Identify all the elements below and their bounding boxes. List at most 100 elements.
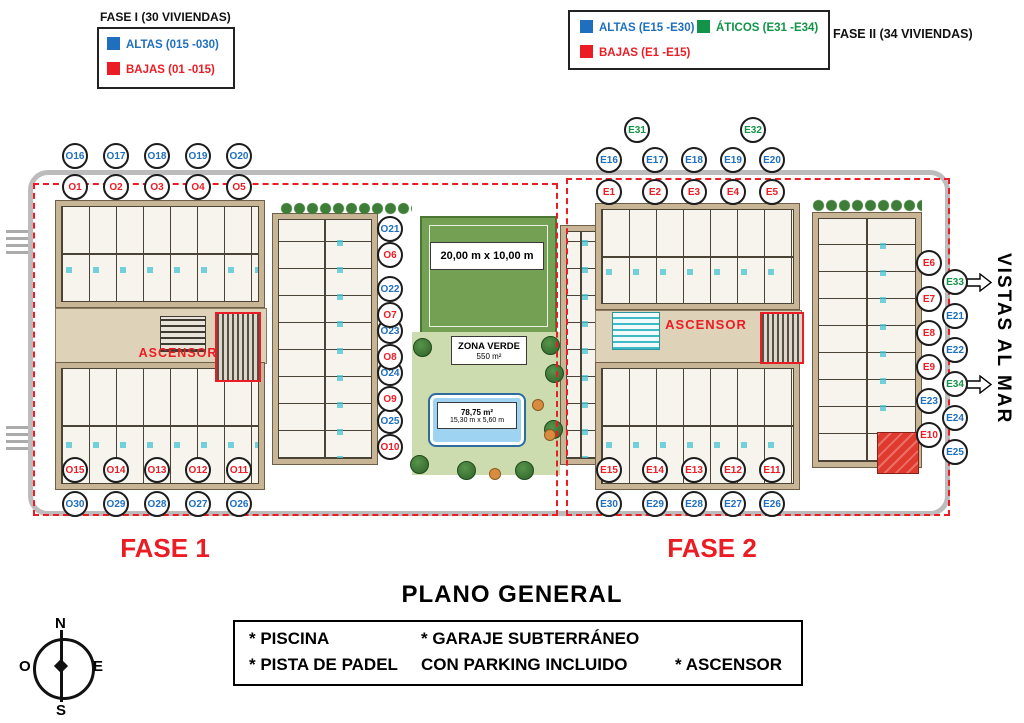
amenity-parking: CON PARKING INCLUIDO <box>421 655 628 674</box>
unit-circle-E30: E30 <box>596 491 622 517</box>
unit-circle-E26: E26 <box>759 491 785 517</box>
unit-circle-O8: O8 <box>377 344 403 370</box>
zona-verde-label: ZONA VERDE 550 m² <box>451 336 527 365</box>
unit-circle-E23: E23 <box>916 388 942 414</box>
pool-dims-text: 15,30 m x 5,60 m <box>449 416 505 424</box>
unit-circle-O19: O19 <box>185 143 211 169</box>
unit-circle-O29: O29 <box>103 491 129 517</box>
unit-circle-O6: O6 <box>377 242 403 268</box>
fase1-north-wing <box>55 200 265 308</box>
unit-circle-E32: E32 <box>740 117 766 143</box>
amenity-pista-padel: * PISTA DE PADEL <box>249 655 398 674</box>
amenity-garaje: * GARAJE SUBTERRÁNEO <box>421 629 640 648</box>
compass-south: S <box>56 702 67 719</box>
fase1-ascensor-label: ASCENSOR <box>138 346 218 360</box>
unit-circle-O3: O3 <box>144 174 170 200</box>
unit-circle-E14: E14 <box>642 457 668 483</box>
legend-fase1-title: FASE I (30 VIVIENDAS) <box>100 10 231 24</box>
zona-verde-area: 550 m² <box>476 351 502 361</box>
hedge-row <box>812 199 922 212</box>
unit-circle-O11: O11 <box>226 457 252 483</box>
legend-fase2-title: FASE II (34 VIVIENDAS) <box>833 27 973 41</box>
patio-table-icon <box>489 468 501 480</box>
altas-swatch-icon <box>107 37 120 50</box>
unit-circle-E7: E7 <box>916 286 942 312</box>
unit-circle-O5: O5 <box>226 174 252 200</box>
unit-circle-E29: E29 <box>642 491 668 517</box>
fase2-east-wing <box>812 212 922 468</box>
padel-court <box>420 216 557 336</box>
unit-circle-O18: O18 <box>144 143 170 169</box>
pool-area-text: 78,75 m² <box>460 407 494 417</box>
tree-icon <box>541 336 560 355</box>
vista-arrow-icon <box>966 375 992 394</box>
legend-fase2-box: ALTAS (E15 -E30) ÁTICOS (E31 -E34) BAJAS… <box>568 10 830 70</box>
unit-circle-O13: O13 <box>144 457 170 483</box>
unit-circle-O4: O4 <box>185 174 211 200</box>
unit-circle-E22: E22 <box>942 337 968 363</box>
unit-circle-O10: O10 <box>377 434 403 460</box>
page-title: PLANO GENERAL <box>401 581 623 608</box>
unit-circle-E31: E31 <box>624 117 650 143</box>
unit-circle-E27: E27 <box>720 491 746 517</box>
padel-dims-text: 20,00 m x 10,00 m <box>440 250 534 262</box>
pool-label: 78,75 m² 15,30 m x 5,60 m <box>437 402 517 429</box>
unit-circle-O14: O14 <box>103 457 129 483</box>
unit-circle-E8: E8 <box>916 320 942 346</box>
unit-circle-O30: O30 <box>62 491 88 517</box>
unit-circle-O27: O27 <box>185 491 211 517</box>
unit-circle-E28: E28 <box>681 491 707 517</box>
unit-circle-E24: E24 <box>942 405 968 431</box>
unit-circle-E4: E4 <box>720 179 746 205</box>
padel-dims-label: 20,00 m x 10,00 m <box>430 242 544 270</box>
unit-circle-E34: E34 <box>942 371 968 397</box>
fase1-label: FASE 1 <box>120 533 210 563</box>
unit-circle-O15: O15 <box>62 457 88 483</box>
unit-circle-O17: O17 <box>103 143 129 169</box>
amenity-ascensor: * ASCENSOR <box>675 655 783 674</box>
unit-circle-E18: E18 <box>681 147 707 173</box>
unit-circle-E1: E1 <box>596 179 622 205</box>
bajas-swatch-icon <box>107 62 120 75</box>
unit-circle-O12: O12 <box>185 457 211 483</box>
tree-icon <box>413 338 432 357</box>
unit-circle-E13: E13 <box>681 457 707 483</box>
legend-fase1-bajas: BAJAS (01 -015) <box>126 64 215 76</box>
legend-fase2-altas: ALTAS (E15 -E30) <box>599 22 695 34</box>
tree-icon <box>457 461 476 480</box>
legend-fase1-box: ALTAS (015 -030) BAJAS (01 -015) <box>97 27 235 89</box>
unit-circle-E21: E21 <box>942 303 968 329</box>
unit-circle-O26: O26 <box>226 491 252 517</box>
fase2-north-wing <box>595 203 800 310</box>
legend-fase1-altas: ALTAS (015 -030) <box>126 39 219 51</box>
unit-circle-E19: E19 <box>720 147 746 173</box>
parking-mark <box>6 422 28 450</box>
legend-fase2-aticos: ÁTICOS (E31 -E34) <box>716 22 819 34</box>
unit-circle-E9: E9 <box>916 354 942 380</box>
unit-circle-O28: O28 <box>144 491 170 517</box>
unit-circle-E6: E6 <box>916 250 942 276</box>
altas-swatch-icon <box>580 20 593 33</box>
tree-icon <box>545 364 564 383</box>
unit-circle-E33: E33 <box>942 269 968 295</box>
fase1-stairs-icon <box>160 316 206 352</box>
unit-circle-O20: O20 <box>226 143 252 169</box>
unit-circle-E2: E2 <box>642 179 668 205</box>
fase1-elevator-box <box>215 312 261 382</box>
unit-circle-O16: O16 <box>62 143 88 169</box>
vista-arrow-icon <box>966 273 992 292</box>
tree-icon <box>515 461 534 480</box>
unit-circle-O22: O22 <box>377 276 403 302</box>
fase2-label: FASE 2 <box>667 533 757 563</box>
unit-circle-O2: O2 <box>103 174 129 200</box>
unit-circle-E16: E16 <box>596 147 622 173</box>
aticos-swatch-icon <box>697 20 710 33</box>
unit-circle-E12: E12 <box>720 457 746 483</box>
parking-mark <box>6 226 28 254</box>
bajas-swatch-icon <box>580 45 593 58</box>
fase2-stairs-icon <box>612 312 660 350</box>
compass-north: N <box>55 615 66 632</box>
tree-icon <box>410 455 429 474</box>
compass-west: O <box>19 658 31 675</box>
